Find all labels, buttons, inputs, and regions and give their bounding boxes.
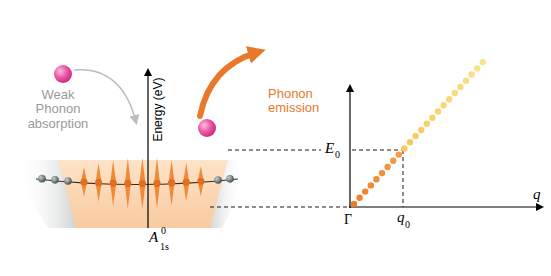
guide-line [352,150,403,151]
process-caption: Phonon emission [268,87,340,116]
dispersion-dot [418,127,424,133]
wave-spike [183,163,189,202]
axis-title: Energy (eV) [152,78,165,142]
chain-atom [139,180,146,187]
dispersion-dot [468,71,474,77]
dispersion-dot [368,182,374,188]
exciton-ball [54,65,72,83]
dispersion-dot [396,151,402,157]
dispersion-dot [351,201,357,207]
axis-label: q [533,186,541,203]
chain-atom [183,179,190,186]
chain-atom [124,180,131,187]
chain-atom [80,178,87,185]
emission-arrow [200,52,258,116]
momentum-symbol: q [397,209,405,226]
process-caption: Weak Phonon absorption [20,88,96,131]
dispersion-dot [446,96,452,102]
dispersion-dot [440,102,446,108]
chain-atom [51,176,59,184]
dispersion-dot [429,115,435,121]
wave-spike [154,158,160,208]
origin-label: Γ [344,212,352,227]
chain-atom [214,176,222,184]
dispersion-dot [379,170,385,176]
dispersion-dots [351,59,486,207]
dispersion-dot [362,188,368,194]
dispersion-dot [474,65,480,71]
wave-spike [139,157,145,209]
chain-atom [95,179,102,186]
state-subscript: 1s [160,241,169,252]
q-axis [349,206,542,207]
energy-axis [147,70,148,228]
exciton-ball [198,119,216,137]
wave-spike [110,160,116,206]
wave-spike [125,158,131,208]
chain-atom [38,175,46,183]
dispersion-dot [435,108,441,114]
guide-line [403,150,404,207]
dispersion-dot [401,145,407,151]
guide-line [228,150,321,151]
dispersion-dot [412,133,418,139]
dispersion-dot [407,139,413,145]
dispersion-dot [457,84,463,90]
dispersion-dot [390,158,396,164]
dispersion-dot [452,90,458,96]
dispersion-dot [424,121,430,127]
chain-atom [110,180,117,187]
dispersion-dot [356,195,362,201]
chain-atom [64,177,72,185]
state-superscript: 0 [161,225,166,236]
energy-symbol: E [325,140,334,157]
chain-atom [168,179,175,186]
dispersion-dot [384,164,390,170]
momentum-subscript: 0 [405,219,410,230]
wave-spike [81,167,87,197]
wave-spike [169,160,175,206]
chain-atom [197,178,204,185]
dispersion-dot [373,176,379,182]
dispersion-dot [463,78,469,84]
chain-atom [226,175,234,183]
chain-atoms [38,157,234,209]
chain-atom [153,180,160,187]
state-symbol: A [149,229,158,246]
wave-spike [96,163,102,202]
energy-subscript: 0 [335,149,340,160]
absorption-arrow [74,70,136,122]
y-axis [349,86,350,208]
wave-spike [198,166,204,196]
guide-line [210,207,350,208]
dispersion-dot [480,59,486,65]
